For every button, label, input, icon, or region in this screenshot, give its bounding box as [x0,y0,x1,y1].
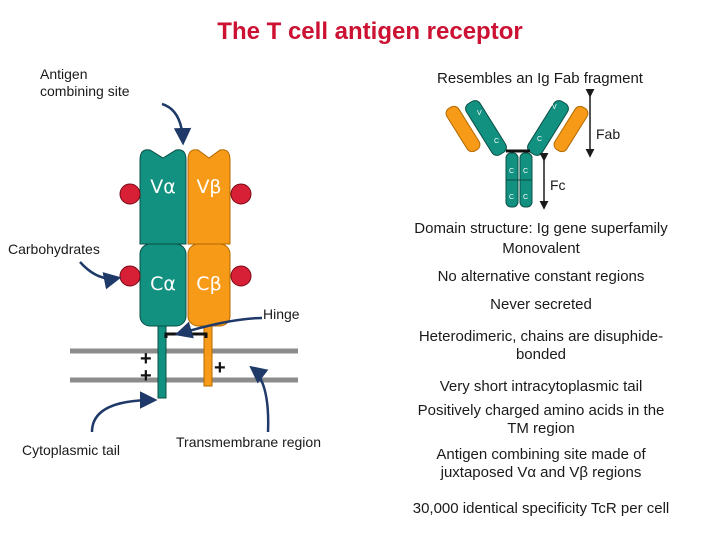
carbohydrate-alpha-c [119,265,141,287]
ig-domain-label-c-fc1: C [509,168,515,175]
ig-domain-label-c-fc2: C [523,168,529,175]
alpha-transmembrane [157,319,167,399]
feature-never-secreted: Never secreted [490,296,592,313]
c-alpha-label: Cα [150,273,176,295]
beta-v-domain [187,149,231,245]
feature-short-tail: Very short intracytoplasmic tail [439,378,643,395]
ig-domain-label-v-right: V [552,104,557,111]
c-beta-label: Cβ [196,273,222,295]
fc-label: Fc [550,177,566,193]
v-alpha-label: Vα [150,176,176,198]
hinge-arrow [174,316,263,339]
carbohydrates-arrow [79,261,122,290]
charge-plus-3: + [214,357,226,379]
feature-heterodimeric: Heterodimeric, chains are disuphide- bon… [418,328,664,363]
ig-fab-diagram [445,88,595,210]
transmembrane-region-label: Transmembrane region [176,434,321,450]
ig-left-heavy-chain [465,100,507,156]
ig-domain-label-c-right: C [537,136,543,143]
fab-label: Fab [596,126,621,142]
antigen-site-arrow [161,102,192,146]
charge-plus-2: + [140,365,152,387]
feature-no-alternative: No alternative constant regions [437,268,645,285]
ig-right-light-chain [553,105,589,153]
ig-domain-label-c-fc3: C [509,194,515,201]
carbohydrates-label: Carbohydrates [8,241,100,257]
ig-domain-label-c-fc4: C [523,194,529,201]
fab-caption: Resembles an Ig Fab fragment [437,70,643,87]
ig-domain-label-v-left: V [477,110,482,117]
feature-monovalent: Monovalent [502,240,580,257]
beta-transmembrane [203,319,213,387]
charge-plus-1: + [140,348,152,370]
hinge-label: Hinge [263,306,300,322]
transmembrane-arrow [249,365,270,433]
carbohydrate-beta-c [230,265,252,287]
v-beta-label: Vβ [196,176,222,198]
disulphide-bond [164,332,208,338]
alpha-v-domain [139,149,187,245]
feature-domain-structure: Domain structure: Ig gene superfamily [414,220,668,237]
page-title: The T cell antigen receptor [217,18,523,45]
ig-right-heavy-chain [527,100,569,156]
ig-left-light-chain [445,105,481,153]
carbohydrate-alpha-v [119,183,141,205]
carbohydrate-beta-v [230,183,252,205]
antigen-site-label: Antigen combining site [40,66,130,99]
cytoplasmic-arrow [90,391,158,433]
feature-antigen-site: Antigen combining site made of juxtapose… [436,446,646,481]
feature-tcr-count: 30,000 identical specificity TcR per cel… [412,500,670,517]
cytoplasmic-tail-label: Cytoplasmic tail [22,442,121,458]
ig-domain-label-c-left: C [494,138,500,145]
feature-positive-charges: Positively charged amino acids in the TM… [417,402,665,437]
